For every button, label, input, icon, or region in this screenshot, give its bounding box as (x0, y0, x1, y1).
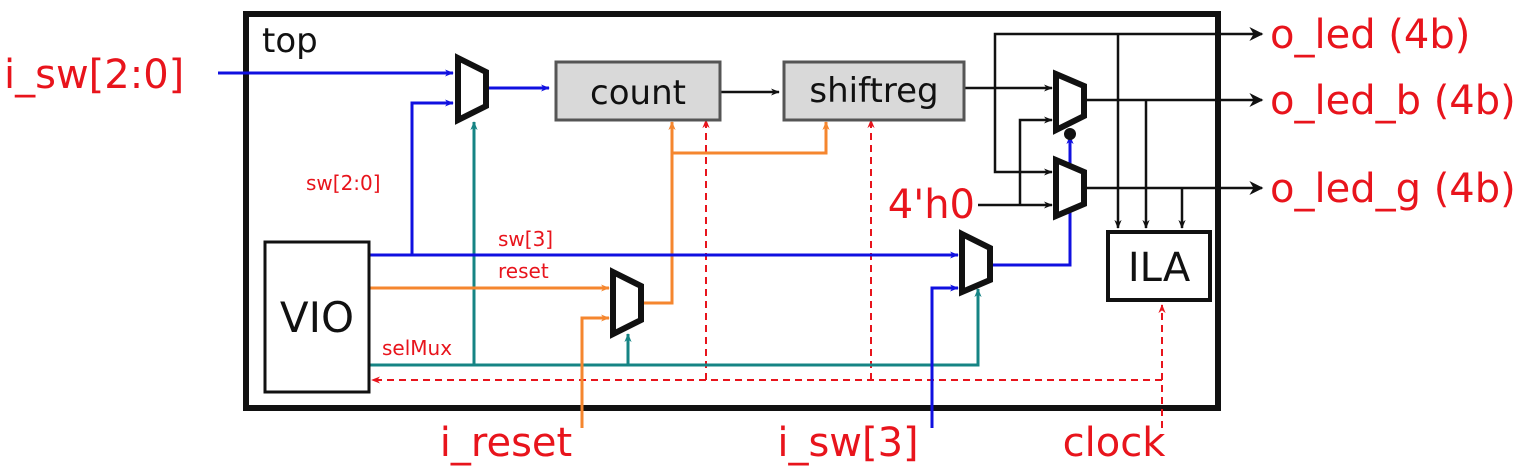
input-i-sw-3: i_sw[3] (777, 420, 918, 466)
signal-reset: reset (498, 259, 549, 283)
vio-label: VIO (280, 293, 354, 342)
inverter-bubble (1064, 128, 1076, 140)
input-i-sw-2-0: i_sw[2:0] (4, 52, 184, 98)
ila-block: ILA (1106, 230, 1212, 302)
mux-reset-select (610, 267, 644, 339)
input-i-reset: i_reset (440, 420, 572, 466)
output-o-led-b: o_led_b (4b) (1270, 78, 1516, 124)
shiftreg-block: shiftreg (782, 60, 966, 122)
shiftreg-label: shiftreg (809, 71, 938, 111)
ila-label: ILA (1128, 245, 1191, 291)
const-zero-label: 4'h0 (888, 182, 975, 228)
selmux-net (370, 121, 982, 367)
mux-sw3-select (959, 229, 993, 297)
top-module-frame (243, 11, 1221, 411)
mux-sw-select (455, 53, 489, 125)
mux-led-b (1053, 69, 1087, 135)
count-label: count (590, 73, 686, 113)
count-block: count (554, 60, 722, 122)
reset-net (370, 121, 830, 428)
clock-net (371, 119, 1166, 428)
input-clock: clock (1063, 420, 1167, 466)
mux-led-g (1053, 155, 1087, 221)
data-nets (720, 27, 1264, 229)
output-o-led-g: o_led_g (4b) (1270, 166, 1516, 212)
signal-selmux: selMux (382, 336, 452, 360)
sw-blue-nets (218, 69, 1074, 428)
output-o-led: o_led (4b) (1270, 12, 1470, 58)
top-module-label: top (262, 21, 318, 61)
vio-block: VIO (263, 240, 371, 394)
signal-sw-2-0: sw[2:0] (306, 171, 381, 195)
signal-sw-3: sw[3] (498, 227, 553, 251)
